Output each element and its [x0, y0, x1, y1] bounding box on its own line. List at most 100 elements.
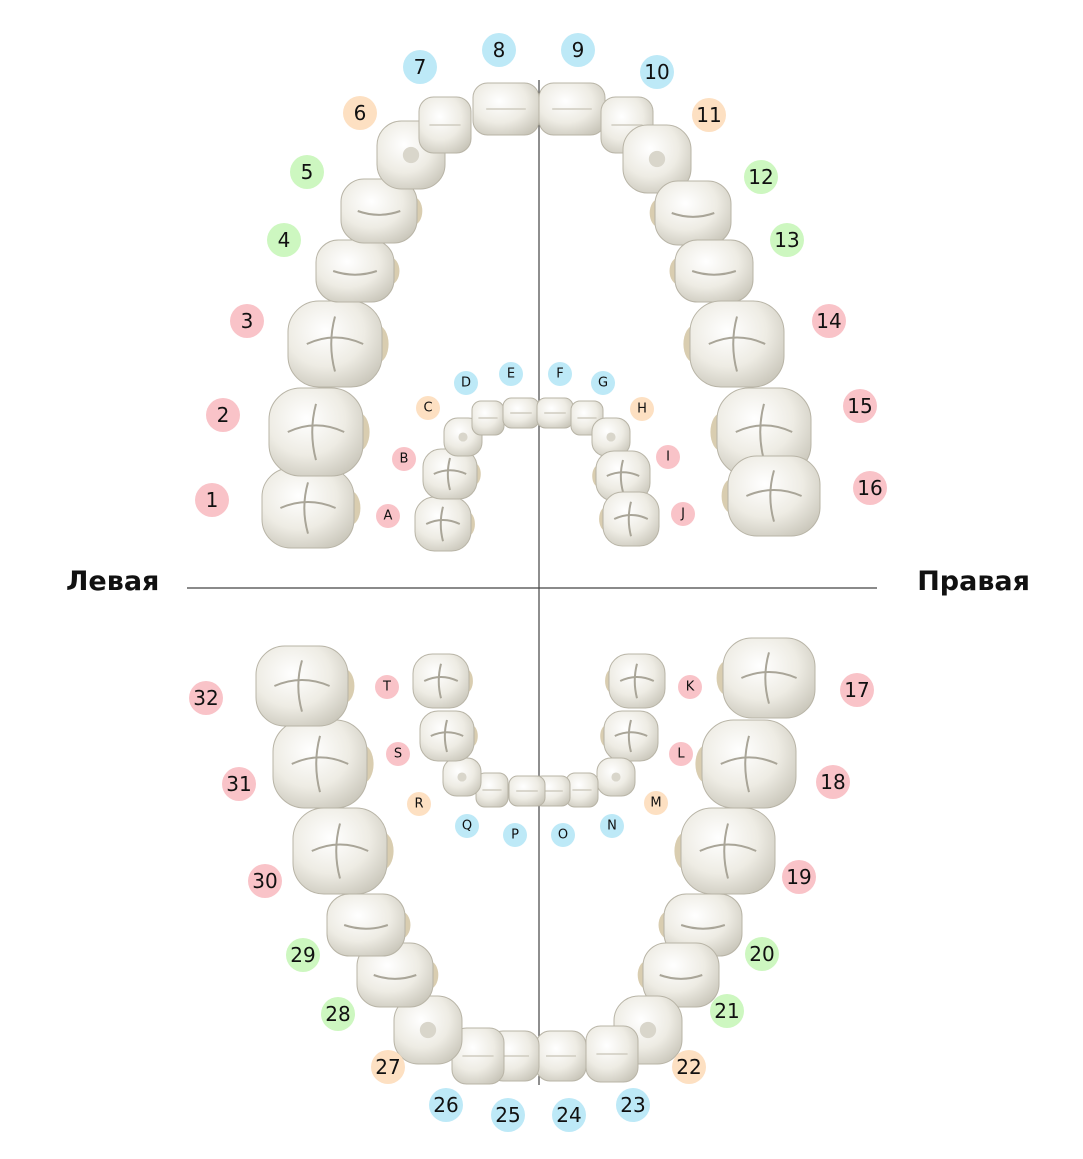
permanent-tooth-18[interactable]: [695, 720, 796, 808]
tooth-badge-O[interactable]: O: [551, 823, 575, 847]
primary-tooth-P[interactable]: [509, 776, 545, 806]
tooth-badge-5[interactable]: 5: [290, 155, 324, 189]
tooth-badge-T-text: T: [382, 680, 391, 695]
tooth-badge-14-text: 14: [816, 309, 841, 333]
tooth-badge-7[interactable]: 7: [403, 50, 437, 84]
tooth-badge-1-text: 1: [206, 488, 219, 512]
tooth-badge-J[interactable]: J: [671, 502, 695, 526]
primary-tooth-J[interactable]: [599, 492, 659, 546]
primary-tooth-F[interactable]: [537, 398, 573, 428]
tooth-badge-O-text: O: [558, 828, 568, 843]
permanent-tooth-29[interactable]: [327, 894, 410, 956]
tooth-badge-30[interactable]: 30: [248, 864, 282, 898]
tooth-badge-C[interactable]: C: [416, 396, 440, 420]
tooth-badge-Q[interactable]: Q: [455, 814, 479, 838]
tooth-badge-16[interactable]: 16: [853, 471, 887, 505]
tooth-badge-32[interactable]: 32: [189, 681, 223, 715]
tooth-badge-25-text: 25: [495, 1103, 520, 1127]
tooth-badge-29[interactable]: 29: [286, 938, 320, 972]
tooth-badge-4[interactable]: 4: [267, 223, 301, 257]
tooth-badge-P-text: P: [511, 828, 519, 843]
tooth-badge-25[interactable]: 25: [491, 1098, 525, 1132]
permanent-tooth-13[interactable]: [670, 240, 753, 302]
tooth-badge-2[interactable]: 2: [206, 398, 240, 432]
permanent-tooth-24[interactable]: [536, 1031, 586, 1081]
tooth-badge-6[interactable]: 6: [343, 96, 377, 130]
permanent-tooth-32[interactable]: [256, 646, 354, 726]
tooth-badge-9[interactable]: 9: [561, 33, 595, 67]
permanent-tooth-19[interactable]: [674, 808, 775, 894]
primary-tooth-N[interactable]: [566, 773, 598, 807]
permanent-tooth-30[interactable]: [293, 808, 394, 894]
tooth-badge-24[interactable]: 24: [552, 1098, 586, 1132]
tooth-badge-17[interactable]: 17: [840, 673, 874, 707]
tooth-badge-26[interactable]: 26: [429, 1088, 463, 1122]
primary-tooth-K[interactable]: [605, 654, 665, 708]
tooth-badge-L[interactable]: L: [669, 742, 693, 766]
tooth-badge-27[interactable]: 27: [371, 1050, 405, 1084]
tooth-badge-14[interactable]: 14: [812, 304, 846, 338]
tooth-badge-R[interactable]: R: [407, 792, 431, 816]
tooth-badge-20[interactable]: 20: [745, 937, 779, 971]
tooth-badge-11-text: 11: [696, 103, 721, 127]
tooth-badge-K[interactable]: K: [678, 675, 702, 699]
permanent-tooth-23[interactable]: [586, 1026, 638, 1082]
tooth-badge-28[interactable]: 28: [321, 997, 355, 1031]
tooth-badge-I[interactable]: I: [656, 445, 680, 469]
tooth-badge-10[interactable]: 10: [640, 55, 674, 89]
tooth-badge-23[interactable]: 23: [616, 1088, 650, 1122]
tooth-badge-11[interactable]: 11: [692, 98, 726, 132]
primary-tooth-B[interactable]: [423, 449, 481, 499]
permanent-tooth-1[interactable]: [262, 468, 360, 548]
permanent-tooth-8[interactable]: [473, 83, 539, 135]
primary-tooth-E[interactable]: [503, 398, 539, 428]
tooth-badge-P[interactable]: P: [503, 823, 527, 847]
permanent-tooth-12[interactable]: [650, 181, 731, 245]
tooth-badge-15[interactable]: 15: [843, 389, 877, 423]
tooth-badge-12-text: 12: [748, 165, 773, 189]
tooth-badge-A[interactable]: A: [376, 504, 400, 528]
permanent-tooth-31[interactable]: [273, 720, 374, 808]
permanent-tooth-2[interactable]: [269, 388, 370, 476]
permanent-tooth-17[interactable]: [717, 638, 815, 718]
tooth-badge-22[interactable]: 22: [672, 1050, 706, 1084]
tooth-badge-21[interactable]: 21: [710, 994, 744, 1028]
tooth-badge-D[interactable]: D: [454, 371, 478, 395]
permanent-tooth-9[interactable]: [539, 83, 605, 135]
tooth-badge-E[interactable]: E: [499, 362, 523, 386]
tooth-badge-F[interactable]: F: [548, 362, 572, 386]
primary-tooth-H[interactable]: [592, 418, 630, 456]
tooth-badge-H[interactable]: H: [630, 397, 654, 421]
primary-tooth-L[interactable]: [600, 711, 658, 761]
tooth-badge-T[interactable]: T: [375, 675, 399, 699]
tooth-badge-8[interactable]: 8: [482, 33, 516, 67]
tooth-badge-A-text: A: [384, 509, 393, 524]
permanent-tooth-14[interactable]: [683, 301, 784, 387]
tooth-badge-1[interactable]: 1: [195, 483, 229, 517]
permanent-tooth-7[interactable]: [419, 97, 471, 153]
tooth-badge-B[interactable]: B: [392, 447, 416, 471]
teeth-layer: [256, 83, 820, 1084]
tooth-badge-3[interactable]: 3: [230, 304, 264, 338]
primary-tooth-S[interactable]: [420, 711, 478, 761]
primary-tooth-T[interactable]: [413, 654, 473, 708]
primary-tooth-D[interactable]: [472, 401, 504, 435]
permanent-tooth-4[interactable]: [316, 240, 399, 302]
tooth-badge-N-text: N: [607, 819, 617, 834]
tooth-badge-19[interactable]: 19: [782, 860, 816, 894]
tooth-badge-M[interactable]: M: [644, 791, 668, 815]
permanent-tooth-16[interactable]: [722, 456, 820, 536]
tooth-badge-S[interactable]: S: [386, 742, 410, 766]
tooth-badge-17-text: 17: [844, 678, 869, 702]
tooth-badge-32-text: 32: [193, 686, 218, 710]
tooth-badge-G[interactable]: G: [591, 371, 615, 395]
tooth-badge-12[interactable]: 12: [744, 160, 778, 194]
primary-tooth-R[interactable]: [443, 758, 481, 796]
permanent-tooth-3[interactable]: [288, 301, 389, 387]
tooth-badge-31[interactable]: 31: [222, 767, 256, 801]
primary-tooth-M[interactable]: [597, 758, 635, 796]
tooth-badge-18[interactable]: 18: [816, 765, 850, 799]
tooth-badge-N[interactable]: N: [600, 814, 624, 838]
tooth-badge-13[interactable]: 13: [770, 223, 804, 257]
primary-tooth-A[interactable]: [415, 497, 475, 551]
